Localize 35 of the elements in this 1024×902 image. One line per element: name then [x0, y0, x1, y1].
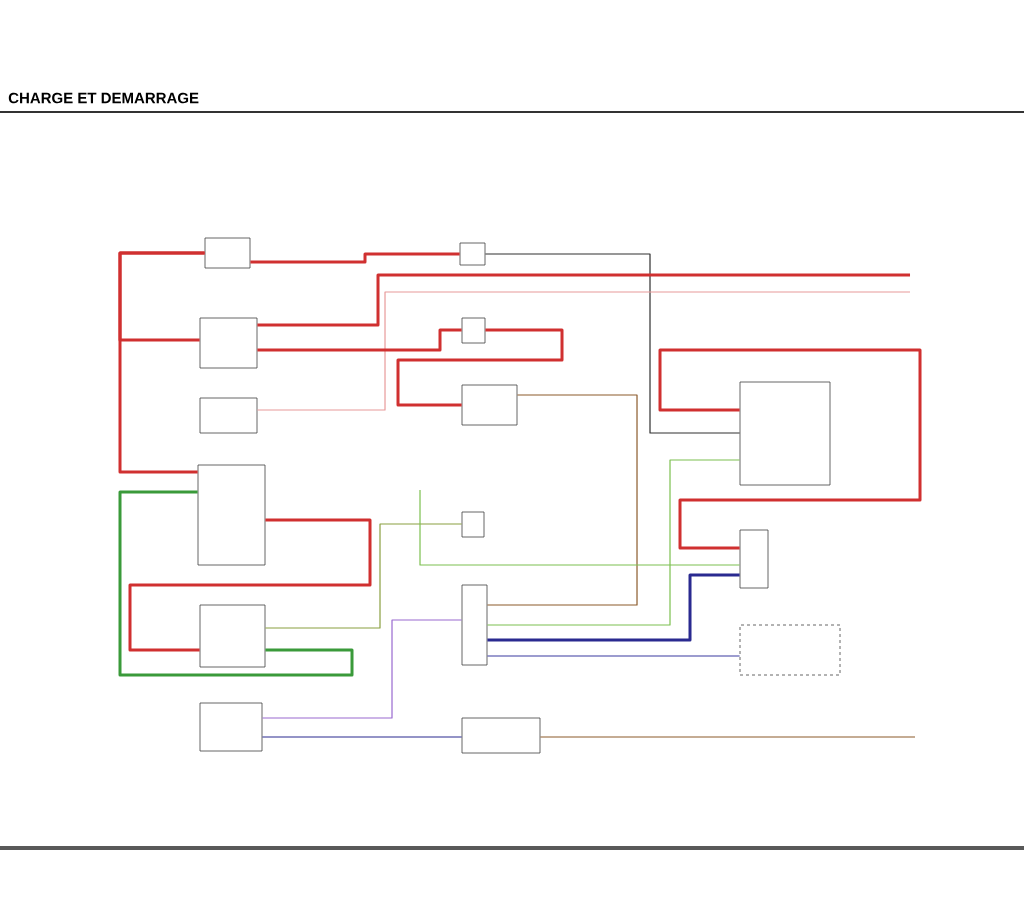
wire	[261, 736, 463, 738]
wire	[484, 253, 741, 434]
wire	[396, 328, 564, 407]
module-outline	[739, 624, 841, 676]
component-box	[739, 529, 769, 589]
wire	[118, 490, 354, 677]
component-box	[204, 237, 251, 269]
wire	[256, 291, 911, 411]
component-box	[197, 464, 266, 566]
component-box	[461, 584, 488, 666]
component-box	[459, 242, 486, 266]
wire	[419, 489, 741, 566]
title: CHARGE ET DEMARRAGE	[8, 92, 199, 104]
wire	[261, 619, 463, 719]
wire	[118, 251, 205, 474]
component-box	[461, 317, 486, 344]
component-box	[461, 717, 541, 754]
component-box	[199, 317, 258, 369]
wire	[539, 736, 916, 738]
component-box	[199, 397, 258, 434]
wire	[250, 252, 460, 264]
component-box	[199, 604, 266, 668]
wire	[658, 348, 922, 550]
wire	[486, 459, 741, 626]
wire	[257, 328, 462, 352]
component-box	[199, 702, 263, 752]
wire	[257, 273, 910, 327]
component-box	[461, 511, 485, 538]
wire	[128, 518, 372, 652]
wire	[486, 655, 741, 657]
wire	[487, 573, 740, 642]
wire	[264, 523, 463, 629]
wire	[486, 394, 638, 606]
component-box	[739, 381, 831, 486]
component-box	[461, 384, 518, 426]
